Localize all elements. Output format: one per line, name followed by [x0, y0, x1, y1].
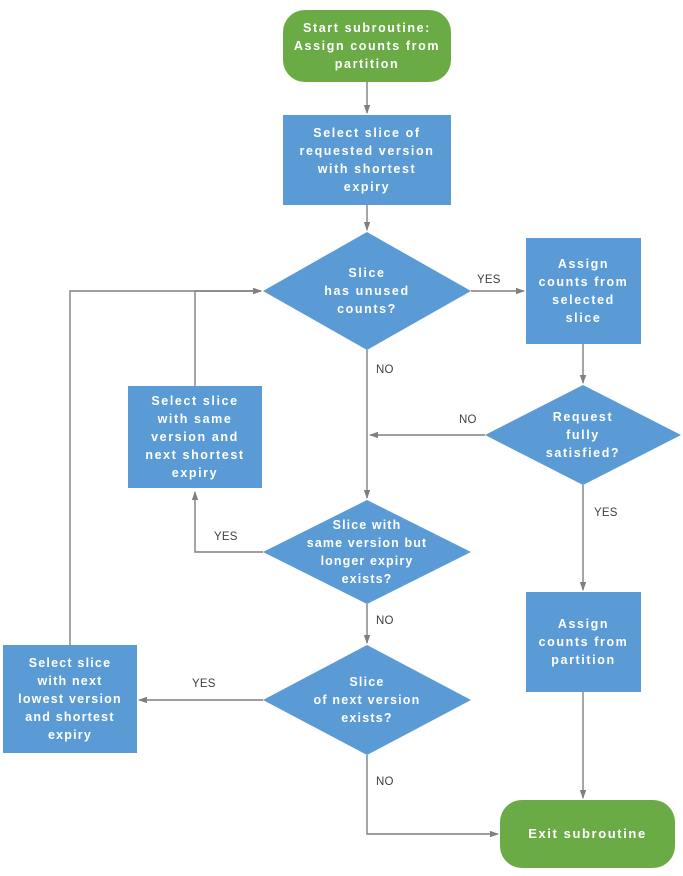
- edge-label-next-version-exists-yes: YES: [192, 678, 216, 690]
- node-start[interactable]: [283, 10, 451, 82]
- node-next-version-exists[interactable]: [263, 645, 471, 755]
- node-exit[interactable]: [500, 800, 675, 868]
- edge-label-next-version-exists-no: NO: [376, 776, 394, 788]
- node-same-version-longer-expiry[interactable]: [263, 500, 471, 604]
- edge-same-version-longer-expiry-yes: [191, 491, 263, 553]
- node-select-shortest[interactable]: [283, 115, 451, 205]
- node-select-next-lowest[interactable]: [3, 645, 137, 753]
- node-assign-from-partition[interactable]: [526, 592, 641, 692]
- node-has-unused-counts[interactable]: [263, 232, 471, 350]
- node-request-satisfied[interactable]: [485, 385, 681, 485]
- edge-label-has-unused-counts-yes: YES: [477, 274, 501, 286]
- node-assign-from-slice[interactable]: [526, 238, 641, 344]
- edge-select-same-version-loop: [194, 287, 262, 386]
- edge-next-version-exists-no: [366, 755, 499, 838]
- edge-select-next-lowest-loop: [69, 287, 262, 645]
- edge-label-same-version-longer-expiry-no: NO: [376, 615, 394, 627]
- edge-label-has-unused-counts-no: NO: [376, 364, 394, 376]
- edge-label-request-satisfied-no: NO: [459, 414, 477, 426]
- edge-label-same-version-longer-expiry-yes: YES: [214, 531, 238, 543]
- edge-label-request-satisfied-yes: YES: [594, 507, 618, 519]
- node-select-same-version[interactable]: [128, 386, 262, 488]
